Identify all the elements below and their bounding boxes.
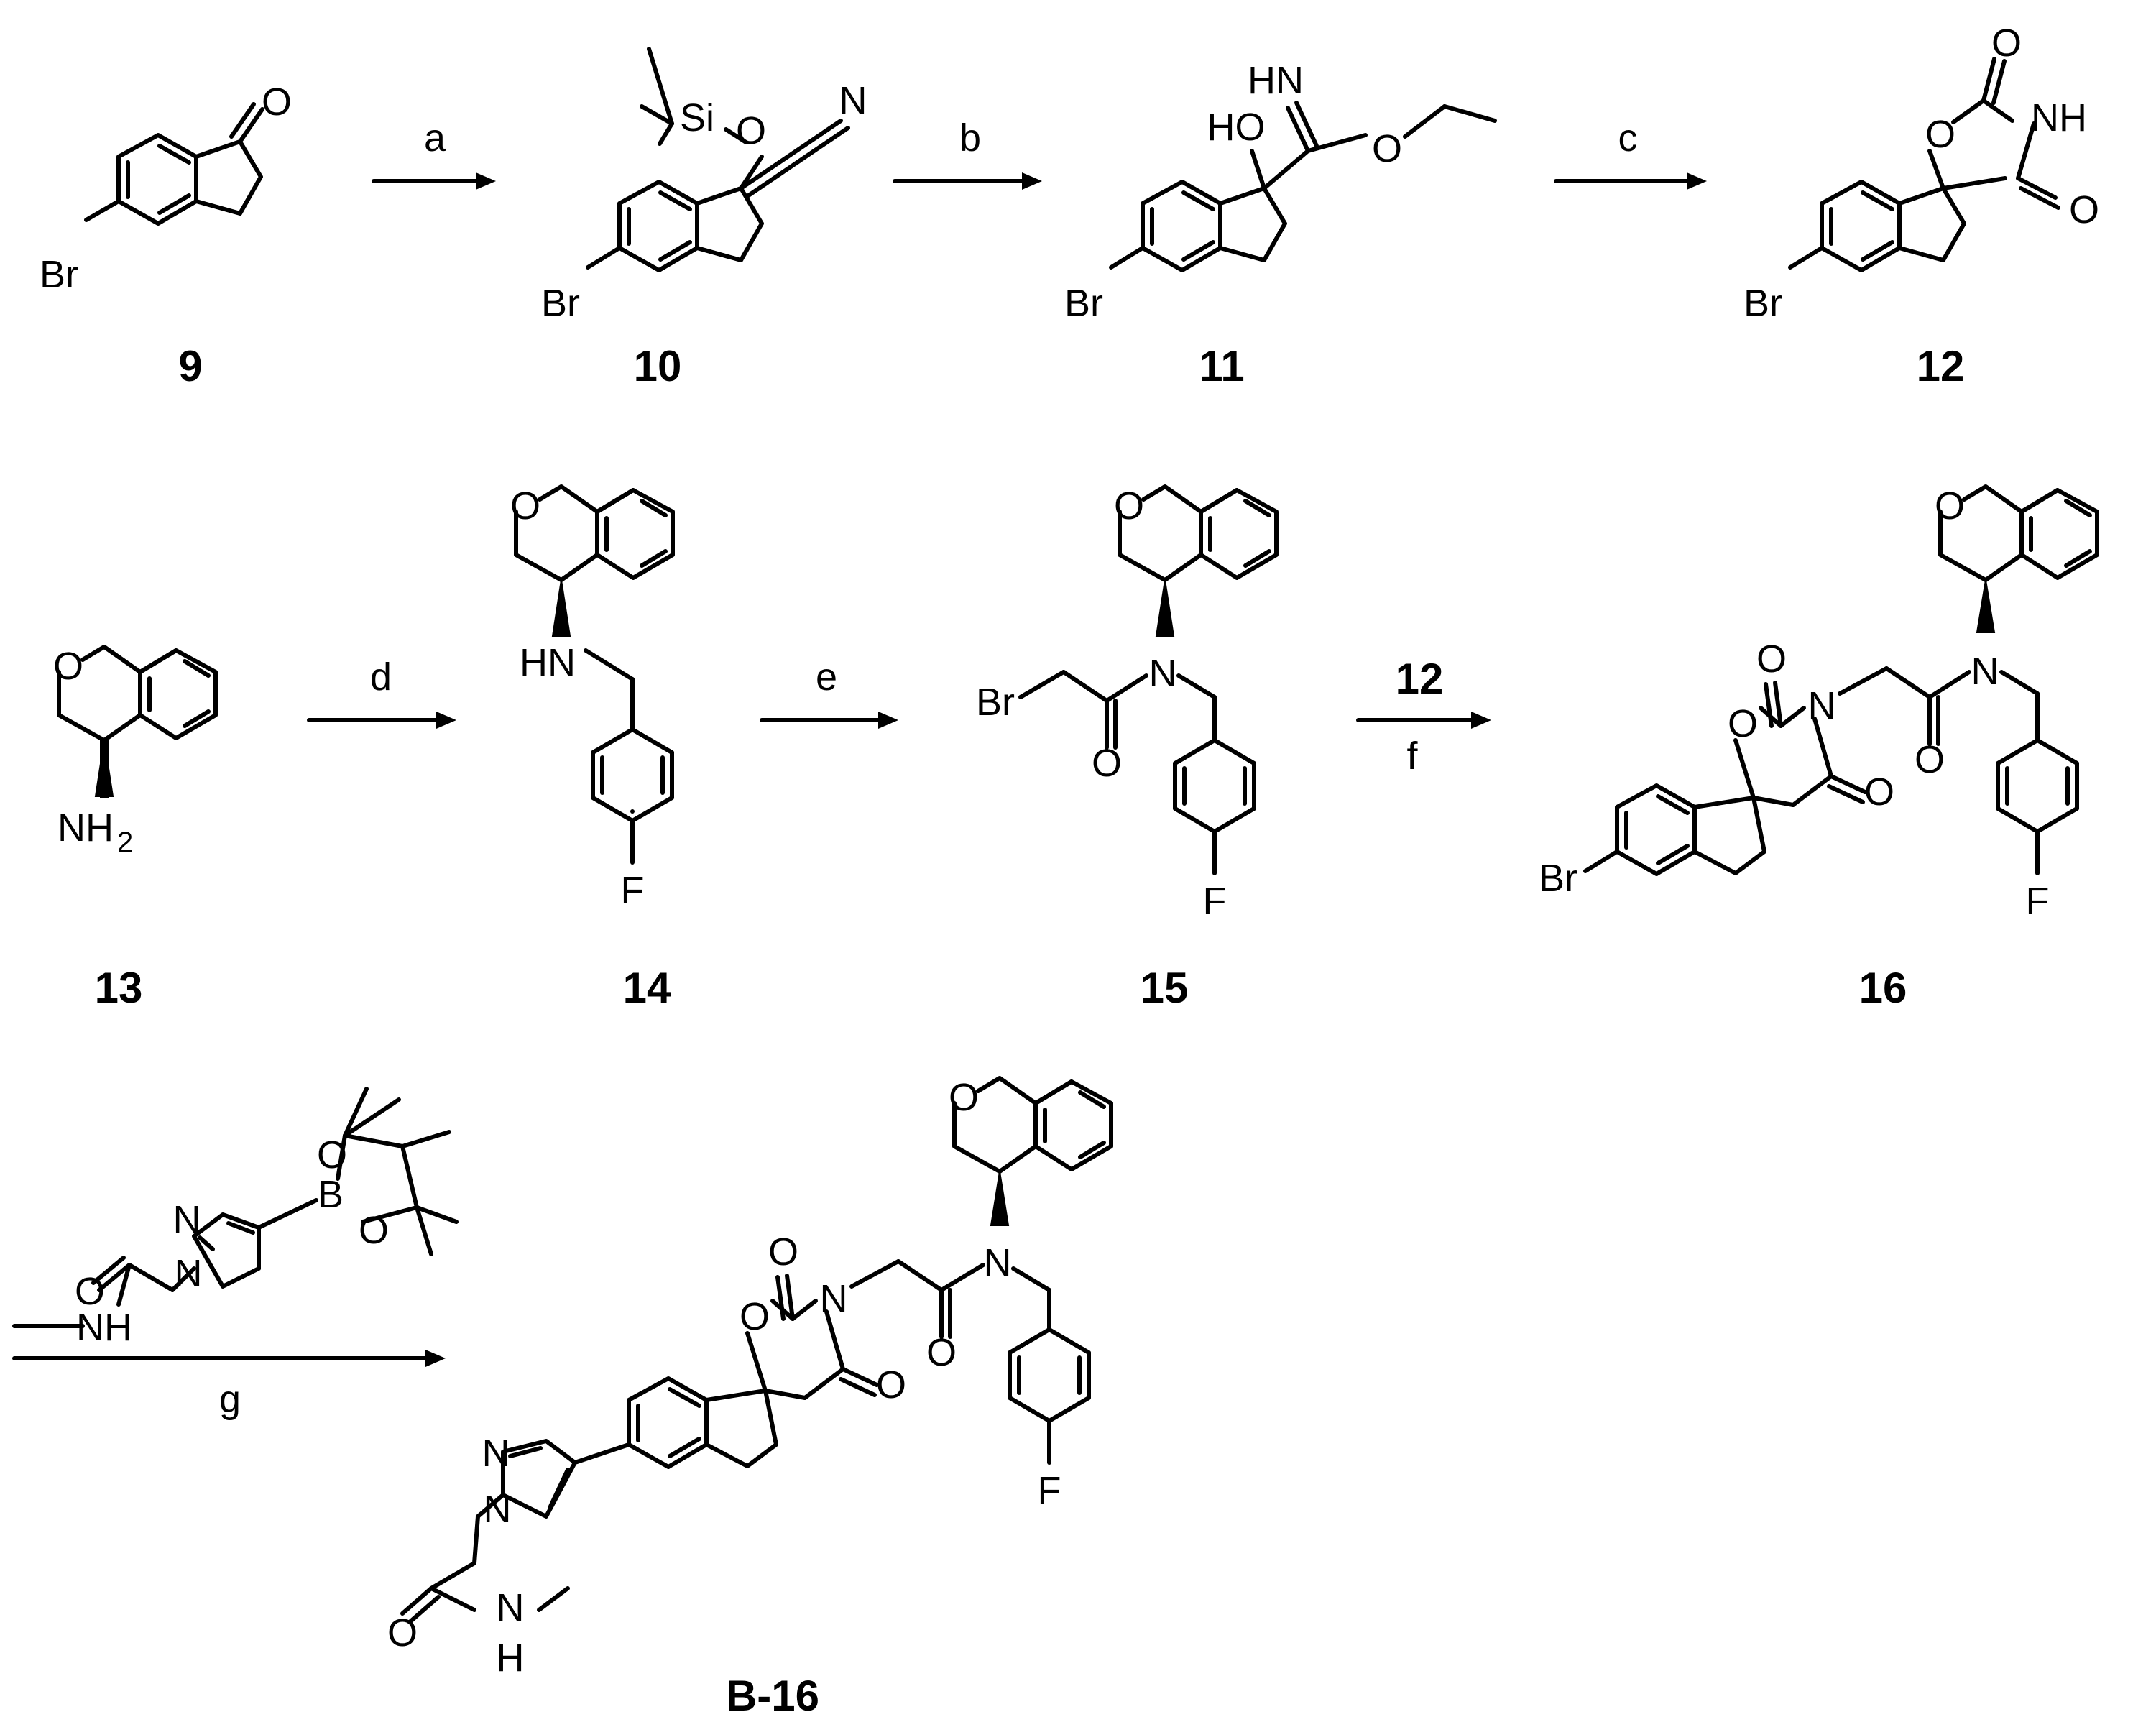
reagent-label-b: b (959, 116, 981, 160)
compound-13-structure: O NH 2 (53, 645, 218, 858)
atom-o: O (1864, 770, 1894, 814)
atom-f: F (621, 869, 645, 912)
atom-b: B (318, 1173, 344, 1216)
compound-b16-structure: O N O F N O O O N N O N H (387, 1076, 1113, 1680)
compound-15-structure: O N O Br F (976, 484, 1279, 923)
reagent-label-c: c (1618, 116, 1638, 160)
atom-br: Br (976, 681, 1015, 724)
compound-14-structure: O HN F (510, 484, 675, 912)
atom-hn: HN (1248, 59, 1304, 102)
reagent-label-a: a (424, 116, 446, 160)
atom-f: F (1038, 1469, 1061, 1512)
reagent-label-e: e (816, 655, 837, 699)
compound-label-11: 11 (1199, 342, 1244, 390)
atom-br: Br (1539, 857, 1577, 900)
atom-n: N (1808, 684, 1836, 727)
atom-o: O (510, 484, 540, 528)
atom-n: N (839, 79, 867, 122)
atom-o: O (317, 1133, 347, 1177)
atom-o: O (768, 1230, 798, 1274)
atom-o: O (949, 1076, 979, 1119)
atom-o: O (1915, 738, 1945, 781)
atom-br: Br (1064, 282, 1103, 325)
atom-n: N (175, 1252, 203, 1295)
arrow-step-a (372, 172, 496, 190)
atom-o: O (53, 645, 83, 688)
compound-label-b16: B-16 (726, 1672, 819, 1720)
atom-o: O (1925, 113, 1955, 156)
atom-h: H (497, 1636, 525, 1680)
reagent-label-f: f (1406, 735, 1418, 778)
arrow-step-d (307, 712, 456, 729)
atom-o: O (740, 1295, 770, 1338)
boronate-reagent-structure: N N B O O O NH (12, 1087, 459, 1349)
atom-o: O (1372, 127, 1402, 170)
atom-subscript-2: 2 (117, 827, 133, 858)
atom-nh2: NH (57, 806, 114, 850)
arrow-step-c (1554, 172, 1707, 190)
atom-f: F (2026, 880, 2050, 923)
compound-16-structure: O O N O O N O Br F (1539, 484, 2099, 923)
atom-o: O (736, 109, 766, 152)
compound-label-15: 15 (1141, 964, 1189, 1012)
atom-nh: NH (2031, 96, 2087, 139)
atom-hn: HN (520, 641, 576, 684)
atom-o: O (1991, 22, 2022, 65)
atom-o: O (1935, 484, 1965, 528)
atom-ho: HO (1207, 106, 1266, 149)
compound-label-13: 13 (95, 964, 143, 1012)
compound-9-structure: O Br (40, 80, 292, 296)
reagent-label-d: d (370, 655, 392, 699)
atom-n: N (484, 1488, 512, 1531)
atom-o: O (1728, 702, 1758, 745)
atom-n: N (497, 1586, 525, 1629)
atom-br: Br (1743, 282, 1782, 325)
atom-nh: NH (76, 1306, 132, 1349)
atom-n: N (173, 1198, 201, 1241)
atom-n: N (482, 1432, 510, 1475)
atom-br: Br (40, 253, 78, 296)
atom-o: O (1756, 637, 1787, 681)
atom-o: O (387, 1611, 418, 1654)
arrow-step-g (12, 1350, 446, 1367)
atom-o: O (876, 1363, 906, 1406)
compound-label-12: 12 (1917, 342, 1965, 390)
compound-label-10: 10 (634, 342, 682, 390)
reagent-label-g: g (219, 1378, 241, 1421)
atom-o: O (262, 80, 292, 124)
atom-o: O (1092, 742, 1122, 785)
atom-n: N (984, 1241, 1012, 1284)
atom-o: O (926, 1331, 957, 1374)
compound-12-structure: O O NH O Br (1743, 22, 2099, 325)
compound-label-14: 14 (623, 964, 671, 1012)
atom-n: N (1971, 650, 1999, 693)
arrow-step-e (760, 712, 898, 729)
arrow-step-f (1356, 712, 1491, 729)
compound-10-structure: O Si N Br (541, 47, 867, 325)
atom-o: O (2069, 188, 2099, 231)
atom-o: O (75, 1270, 105, 1313)
atom-o: O (359, 1209, 389, 1252)
atom-si: Si (680, 96, 714, 139)
compound-label-9: 9 (178, 342, 202, 390)
compound-11-structure: HO HN O Br (1064, 59, 1497, 325)
atom-br: Br (541, 282, 580, 325)
atom-o: O (1114, 484, 1144, 528)
compound-label-16: 16 (1859, 964, 1907, 1012)
atom-f: F (1203, 880, 1227, 923)
atom-n: N (1149, 652, 1177, 695)
reagent-compound-12: 12 (1396, 655, 1444, 703)
atom-n: N (820, 1277, 848, 1320)
arrow-step-b (893, 172, 1042, 190)
